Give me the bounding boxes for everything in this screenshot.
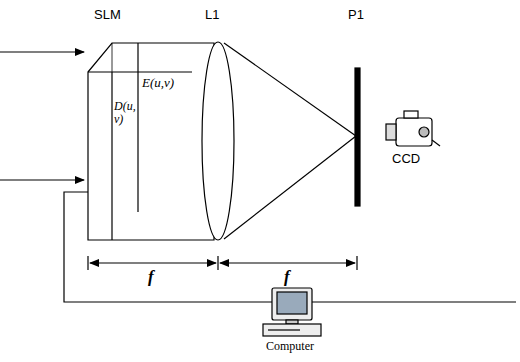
dimension-tick <box>217 256 218 270</box>
ray <box>224 136 356 239</box>
dimension-label: f <box>148 268 154 287</box>
part-label: L1 <box>205 8 219 22</box>
device-label: Computer <box>266 340 314 353</box>
output-plane <box>355 68 360 206</box>
dimension-tick <box>356 256 357 270</box>
control-wire <box>64 192 272 302</box>
device-label: CCD <box>392 152 420 166</box>
ray <box>224 43 356 136</box>
input-beam <box>0 51 84 52</box>
camera-wire <box>312 301 516 302</box>
part-label: SLM <box>94 8 121 22</box>
dimension-arrow <box>90 262 216 263</box>
slm-edge <box>112 43 113 72</box>
input-beam <box>0 179 84 180</box>
dimension-tick <box>87 256 88 270</box>
slm-edge <box>88 71 192 72</box>
dimension-label: f <box>284 268 290 287</box>
dimension-arrow <box>220 262 355 263</box>
region-label: D(u,v) <box>114 100 137 126</box>
slm-divider <box>137 43 138 212</box>
lens <box>202 42 234 240</box>
part-label: P1 <box>348 8 364 22</box>
ccd-camera <box>386 111 440 146</box>
region-label: E(u,v) <box>142 76 174 90</box>
computer-icon <box>263 288 321 336</box>
slm-slab <box>88 43 214 240</box>
slm-divider <box>111 72 112 240</box>
